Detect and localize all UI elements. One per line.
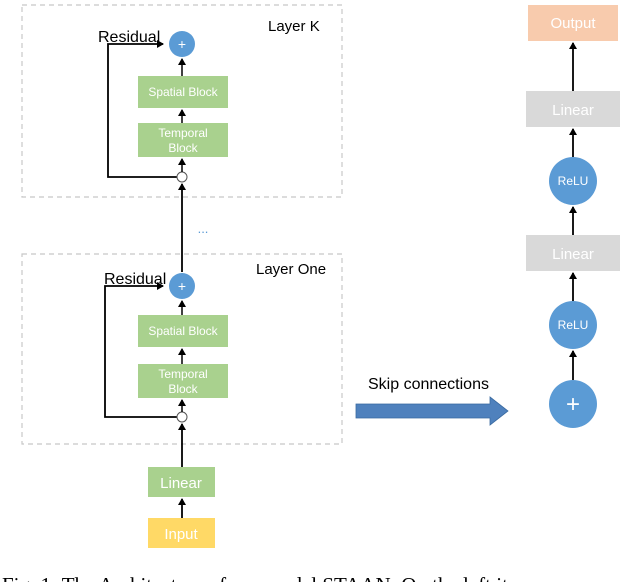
layer-k-temporal-label-2: Block [168,141,198,155]
layer-one-title: Layer One [256,261,326,278]
layer-k-add-node [169,31,195,57]
linear-top-block [526,91,620,127]
linear-top-label: Linear [552,102,594,119]
layer-k-temporal-block [138,123,228,157]
layer-k-frame [21,4,343,198]
output-block [528,5,618,41]
layer-one-residual-loop [104,282,182,418]
relu-top-label: ReLU [558,174,589,188]
input-label: Input [164,526,198,543]
layer-one-temporal-block [138,364,228,398]
ellipsis: ... [198,221,209,236]
layer-one-add-node [169,273,195,299]
layer-one-temporal-label-1: Temporal [158,367,207,381]
layer-one-add-symbol: + [178,278,186,294]
relu-top-node [549,157,597,205]
relu-bottom-node [549,301,597,349]
skip-connections-label: Skip connections [368,376,489,393]
layer-k-temporal-label-1: Temporal [158,126,207,140]
linear-bottom-label: Linear [552,246,594,263]
layer-one-split-node [176,411,188,423]
output-label: Output [550,15,596,32]
layer-k-split-node [176,171,188,183]
relu-bottom-label: ReLU [558,318,589,332]
layer-one-residual-label: Residual [104,271,166,288]
input-block [148,518,215,548]
layer-one-temporal-label-2: Block [168,382,198,396]
layer-k-spatial-label: Spatial Block [148,85,218,99]
skip-connections-arrow [355,396,509,426]
output-add-node [549,380,597,428]
output-add-symbol: + [566,391,580,418]
layer-k-residual-label: Residual [98,29,160,46]
linear-bottom-block [526,235,620,271]
layer-k-residual-loop [107,40,182,178]
layer-one-spatial-label: Spatial Block [148,324,218,338]
layer-k-add-symbol: + [178,36,186,52]
layer-k-spatial-block [138,76,228,108]
linear-input-label: Linear [160,475,202,492]
figure-caption: Fig. 1: The Architecture of our model ST… [2,573,508,582]
linear-input-block [148,467,215,497]
layer-k-title: Layer K [268,18,320,35]
layer-one-spatial-block [138,315,228,347]
